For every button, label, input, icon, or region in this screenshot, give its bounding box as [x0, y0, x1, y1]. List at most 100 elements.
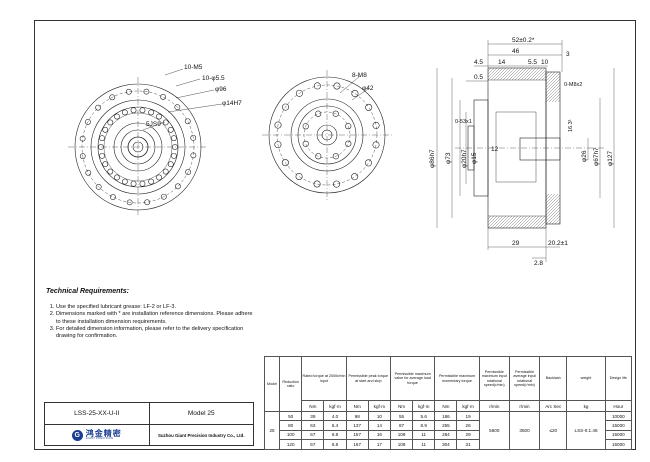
- company-logo: G 鸿金精密 GIANT PRECISION: [45, 425, 149, 446]
- bolt-hole: [143, 88, 150, 95]
- section-hatch-line: [545, 193, 553, 201]
- section-hatch-line: [532, 215, 546, 229]
- section-hatch-line: [541, 223, 547, 229]
- table-cell: 108: [389, 429, 414, 441]
- dim-dia-67h7: φ67h7: [593, 147, 600, 166]
- section-hatch-line: [508, 215, 522, 229]
- table-cell: 63: [301, 420, 325, 431]
- bolt-hole: [281, 159, 289, 167]
- spec-table: Model Reduction ratio Rated torque at 20…: [263, 356, 633, 450]
- table-cell: 6.4: [323, 420, 347, 431]
- dim-29: 29: [512, 240, 520, 247]
- section-hatch-line: [545, 193, 559, 207]
- bolt-hole: [274, 121, 282, 129]
- unit-cell: Arc Sec: [539, 400, 568, 412]
- bearing-roller: [130, 180, 137, 187]
- front-pin-holes-label: 10-φ5.5: [202, 75, 225, 82]
- section-hatch-line: [545, 193, 550, 198]
- table-cell: 31: [456, 439, 480, 450]
- section-hatch-line: [493, 215, 507, 229]
- bolt-hole: [184, 118, 191, 125]
- front-pcd-label: φ96: [215, 86, 227, 93]
- model-name: Model 25: [148, 403, 254, 424]
- table-cell: 67: [301, 439, 325, 450]
- bolt-hole: [351, 90, 359, 98]
- bolt-hole: [190, 152, 197, 159]
- header-rated-torque: Rated torque at 2000r/min input: [301, 356, 347, 401]
- header-momentary-torque: Permissible maximum momentary torque: [434, 356, 480, 401]
- tapped-hole: [332, 153, 339, 160]
- table-cell: 14: [367, 420, 391, 431]
- bearing-roller: [107, 168, 114, 175]
- bolt-hole: [365, 103, 373, 111]
- ratio-cell: 50: [279, 410, 303, 422]
- section-hatch-line: [545, 71, 559, 85]
- logo-icon: G: [71, 430, 83, 441]
- bearing-roller: [167, 161, 174, 168]
- bolt-hole: [85, 119, 91, 125]
- section-hatch-line: [545, 84, 561, 100]
- header-max-speed: Permissible maximum input rotational spe…: [478, 356, 510, 401]
- unit-cell: Nm: [434, 400, 458, 412]
- section-hatch-line: [538, 220, 547, 229]
- table-cell: 8.9: [412, 420, 436, 431]
- unit-cell: kgf·m: [456, 400, 480, 412]
- bolt-hole: [333, 82, 341, 90]
- section-hatch-line: [496, 215, 510, 229]
- dim-16-3: 16.3¹: [568, 119, 574, 132]
- section-hatch-line: [487, 215, 492, 220]
- dim-12: 12: [491, 146, 499, 153]
- section-hatch-line: [545, 197, 561, 213]
- bearing-roller: [139, 180, 146, 187]
- section-hatch-line: [532, 67, 546, 81]
- logo-chinese: 鸿金精密: [85, 429, 122, 439]
- section-hatch-line: [545, 81, 561, 97]
- table-row: 120 67 6.8 167 17 108 11 304 31 15000: [265, 439, 633, 450]
- header-backlash: Backlash: [539, 356, 568, 401]
- max-speed-cell: 5600: [478, 411, 510, 450]
- bolt-hole: [109, 94, 116, 101]
- table-cell: 11: [412, 429, 436, 441]
- section-hatch-line: [557, 221, 561, 225]
- model-cell: 25: [263, 411, 281, 450]
- section-view: [455, 67, 604, 229]
- section-hatch-line: [544, 226, 547, 229]
- dim-dia-73: φ73: [445, 152, 452, 164]
- technical-requirements: Technical Requirements: Use the specifie…: [46, 288, 256, 340]
- unit-cell: kgf·m: [412, 400, 436, 412]
- bolt-hole: [126, 199, 133, 206]
- dim-14: 14: [498, 59, 506, 66]
- dim-20-2: 20.2±1: [548, 240, 568, 247]
- section-hatch-line: [545, 203, 561, 219]
- section-hatch-line: [511, 67, 525, 81]
- dim-overall-length: 52±0.2*: [512, 37, 535, 44]
- front-view: [68, 68, 223, 217]
- dim-5-5: 5.5: [528, 59, 537, 66]
- bolt-hole: [95, 104, 102, 111]
- dim-dia-26: φ26: [581, 150, 588, 162]
- section-hatch-line: [545, 78, 561, 94]
- company-name: Suzhou Giant Precision Industry Co., Ltd…: [148, 425, 254, 446]
- unit-cell: Nm: [345, 400, 369, 412]
- header-peak-torque: Permissible peak torque at start and sto…: [345, 356, 391, 401]
- section-hatch-line: [490, 67, 504, 81]
- section-hatch-line: [526, 67, 540, 81]
- section-hatch-line: [535, 217, 547, 229]
- bearing-roller: [114, 113, 120, 120]
- table-row: 25 50 39 4.0 98 10 55 5.6 186 19 5600 35…: [263, 410, 633, 450]
- requirement-item: Dimensions marked with * are installatio…: [56, 311, 256, 325]
- bearing-roller: [167, 126, 174, 133]
- weight-cell: LSS-II:1.46: [566, 411, 606, 450]
- bearing-roller: [102, 161, 109, 168]
- table-cell: 55: [389, 410, 414, 422]
- section-hatch-line: [548, 90, 561, 103]
- table-cell: 167: [345, 439, 369, 450]
- average-speed-cell: 3500: [508, 411, 541, 450]
- tapped-hole: [302, 123, 309, 130]
- table-cell: 19: [456, 410, 480, 422]
- bearing-roller: [171, 152, 177, 159]
- bolt-hole: [295, 172, 303, 180]
- bolt-hole: [85, 169, 92, 176]
